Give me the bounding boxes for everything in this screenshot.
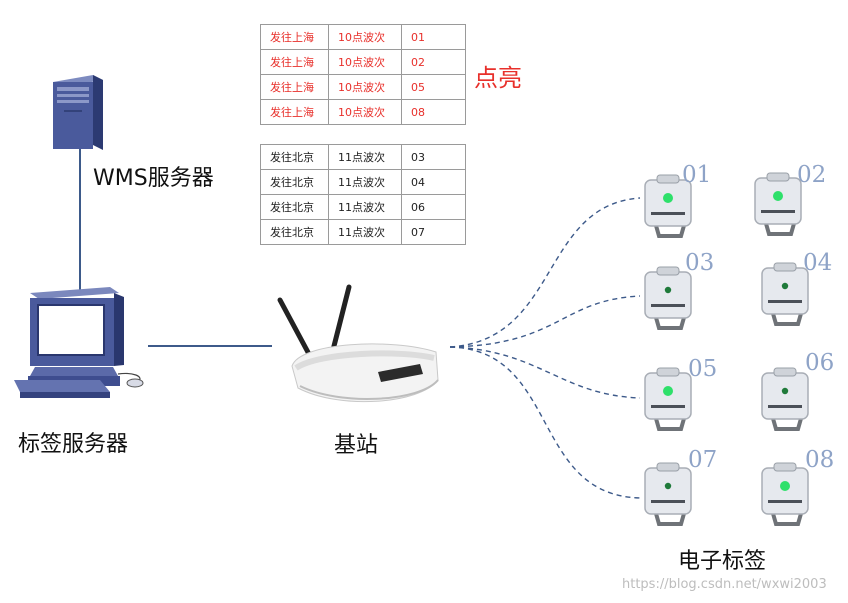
wms-server-icon	[53, 75, 103, 150]
wireless-links	[449, 197, 641, 499]
wave-cell: 11点波次	[328, 219, 402, 245]
destination-cell: 发往北京	[260, 194, 329, 220]
tag-number-03: 03	[685, 250, 715, 276]
tag-id-cell: 07	[401, 219, 466, 245]
tag-server-label: 标签服务器	[18, 432, 129, 457]
tag-number-06: 06	[805, 350, 835, 376]
watermark-text: https://blog.csdn.net/wxwi2003	[622, 577, 827, 592]
wave-cell: 11点波次	[328, 144, 402, 170]
tag-id-cell: 05	[401, 74, 466, 100]
wave-cell: 10点波次	[328, 74, 402, 100]
electronic-tag-07	[644, 462, 692, 526]
electronic-tag-08	[761, 462, 809, 526]
wave-cell: 10点波次	[328, 49, 402, 75]
tag-led-07	[664, 482, 672, 490]
tag-id-cell: 01	[401, 24, 466, 50]
tag-number-07: 07	[688, 447, 718, 473]
tag-number-02: 02	[797, 162, 827, 188]
tag-id-cell: 04	[401, 169, 466, 195]
tag-led-02	[773, 191, 783, 201]
tag-number-01: 01	[682, 162, 712, 188]
wave-cell: 10点波次	[328, 24, 402, 50]
tag-led-06	[781, 387, 789, 395]
destination-cell: 发往上海	[260, 24, 329, 50]
base-station-label: 基站	[334, 433, 379, 458]
tag-server-computer-icon	[14, 287, 144, 398]
lit-note-label: 点亮	[474, 64, 522, 92]
tag-led-01	[663, 193, 673, 203]
electronic-tag-01	[644, 174, 692, 238]
destination-cell: 发往上海	[260, 49, 329, 75]
tag-led-05	[663, 386, 673, 396]
wave-cell: 10点波次	[328, 99, 402, 125]
tag-led-03	[664, 286, 672, 294]
tag-number-08: 08	[805, 447, 835, 473]
tag-id-cell: 06	[401, 194, 466, 220]
electronic-tag-02	[754, 172, 802, 236]
tag-id-cell: 08	[401, 99, 466, 125]
electronic-tag-04	[761, 262, 809, 326]
tag-id-cell: 02	[401, 49, 466, 75]
tag-led-08	[780, 481, 790, 491]
tag-led-04	[781, 282, 789, 290]
base-station-router-icon	[277, 284, 439, 403]
electronic-tags-label: 电子标签	[678, 549, 767, 574]
destination-cell: 发往北京	[260, 144, 329, 170]
wave-cell: 11点波次	[328, 194, 402, 220]
electronic-tag-05	[644, 367, 692, 431]
tag-number-04: 04	[803, 250, 833, 276]
electronic-tag-06	[761, 367, 809, 431]
destination-cell: 发往上海	[260, 74, 329, 100]
tag-number-05: 05	[688, 356, 718, 382]
destination-cell: 发往上海	[260, 99, 329, 125]
destination-cell: 发往北京	[260, 219, 329, 245]
destination-cell: 发往北京	[260, 169, 329, 195]
electronic-tags	[644, 172, 809, 526]
electronic-tag-03	[644, 266, 692, 330]
wms-server-label: WMS服务器	[93, 166, 214, 191]
tag-id-cell: 03	[401, 144, 466, 170]
wave-cell: 11点波次	[328, 169, 402, 195]
